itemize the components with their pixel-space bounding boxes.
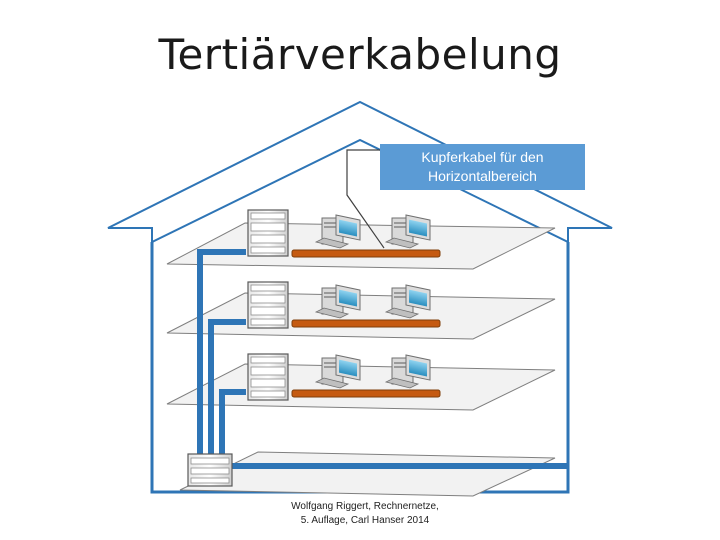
riser-cable xyxy=(219,389,246,458)
floor-plane xyxy=(166,363,556,411)
backbone-cables xyxy=(197,249,568,469)
horizontal-cable xyxy=(291,389,441,398)
floor-plane xyxy=(179,451,556,497)
server-rack-icon xyxy=(187,453,233,487)
cabinet-icon xyxy=(247,209,289,257)
horizontal-cables xyxy=(291,249,441,398)
citation-line: 5. Auflage, Carl Hanser 2014 xyxy=(300,515,430,526)
cabinet-icon xyxy=(247,281,289,329)
floor-distributors xyxy=(247,209,289,401)
callout-label: Kupferkabel für den Horizontalbereich xyxy=(380,144,585,190)
source-citation: Wolfgang Riggert, Rechnernetze, 5. Aufla… xyxy=(255,500,475,528)
slide-title: Tertiärverkabelung xyxy=(158,30,562,79)
horizontal-cable xyxy=(291,249,441,258)
horizontal-cable xyxy=(291,319,441,328)
citation-line: Wolfgang Riggert, Rechnernetze, xyxy=(291,501,439,512)
floor-plane xyxy=(166,222,556,270)
floor-plane xyxy=(166,292,556,340)
riser-cable xyxy=(197,249,246,458)
riser-cable xyxy=(208,319,246,458)
callout-line: Kupferkabel für den xyxy=(421,149,544,165)
callout-line: Horizontalbereich xyxy=(428,168,537,184)
cabinet-icon xyxy=(247,353,289,401)
callout-pointer xyxy=(346,149,385,249)
